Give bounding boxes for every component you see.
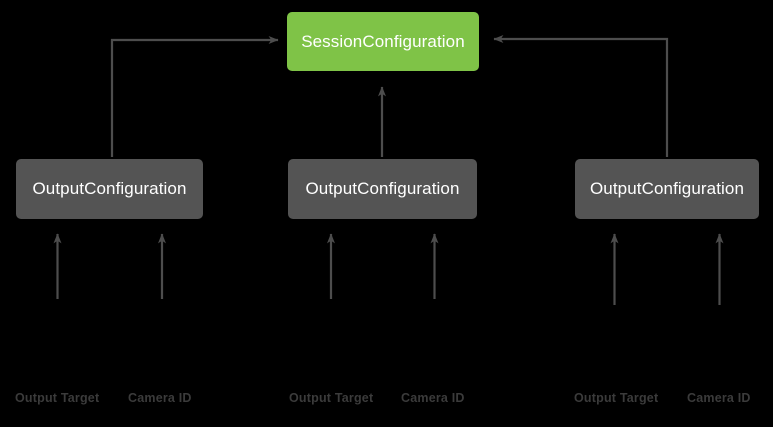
edge-right-output-to-session <box>493 35 669 157</box>
output-target-label-3: Output Target <box>574 391 659 405</box>
output-target-label-1: Output Target <box>15 391 100 405</box>
output-configuration-node-1[interactable]: OutputConfiguration <box>16 159 203 219</box>
output-configuration-node-3[interactable]: OutputConfiguration <box>575 159 759 219</box>
camera-id-label-3: Camera ID <box>687 391 751 405</box>
session-configuration-node[interactable]: SessionConfiguration <box>287 12 479 71</box>
output-target-label-2: Output Target <box>289 391 374 405</box>
edge-left-output-to-session <box>110 36 279 157</box>
camera-id-label-1: Camera ID <box>128 391 192 405</box>
output-configuration-node-2[interactable]: OutputConfiguration <box>288 159 477 219</box>
camera-id-label-2: Camera ID <box>401 391 465 405</box>
